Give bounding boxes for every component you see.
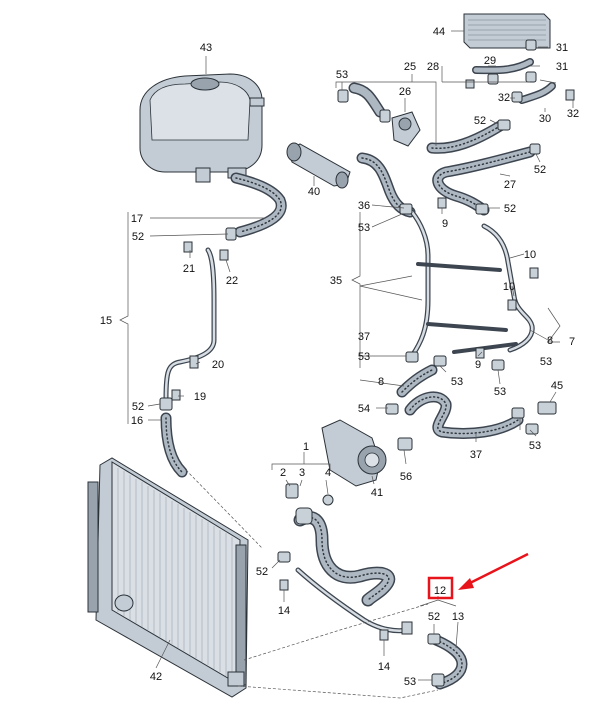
label-27: 27 — [504, 179, 516, 191]
label-28: 28 — [427, 61, 439, 73]
label-53: 53 — [358, 222, 370, 234]
label-31: 31 — [556, 42, 568, 54]
label-14: 14 — [278, 605, 290, 617]
label-4: 4 — [325, 467, 331, 479]
part-labels: 43 44 31 28 29 31 32 30 32 53 25 26 52 5… — [100, 26, 579, 688]
label-52: 52 — [132, 231, 144, 243]
label-32: 32 — [498, 92, 510, 104]
pipes — [163, 209, 535, 634]
label-40: 40 — [308, 186, 320, 198]
expansion-tank — [139, 73, 265, 183]
label-16: 16 — [131, 415, 143, 427]
highlight-callout — [427, 552, 529, 600]
label-8: 8 — [547, 335, 553, 347]
label-2: 2 — [280, 467, 286, 479]
label-29: 29 — [484, 55, 496, 67]
label-53: 53 — [336, 69, 348, 81]
label-52: 52 — [474, 115, 486, 127]
label-52: 52 — [256, 566, 268, 578]
label-37: 37 — [470, 449, 482, 461]
label-43: 43 — [200, 42, 212, 54]
clamps — [159, 39, 575, 687]
label-3: 3 — [299, 467, 305, 479]
label-53: 53 — [494, 386, 506, 398]
label-17: 17 — [131, 213, 143, 225]
radiator — [87, 457, 249, 698]
label-37: 37 — [358, 331, 370, 343]
oil-cooler — [463, 13, 551, 49]
label-7: 7 — [569, 336, 575, 348]
label-19: 19 — [194, 391, 206, 403]
label-53: 53 — [358, 351, 370, 363]
label-12: 12 — [434, 585, 446, 597]
label-45: 45 — [551, 380, 563, 392]
label-31: 31 — [556, 61, 568, 73]
thermostat-housing — [286, 142, 351, 189]
label-1: 1 — [303, 441, 309, 453]
coolant-pump — [321, 419, 387, 487]
label-32: 32 — [567, 108, 579, 120]
label-54: 54 — [358, 403, 370, 415]
label-25: 25 — [404, 61, 416, 73]
label-13: 13 — [452, 611, 464, 623]
label-36: 36 — [358, 200, 370, 212]
highlight-arrow — [467, 552, 529, 586]
label-53: 53 — [451, 376, 463, 388]
label-14: 14 — [378, 661, 390, 673]
arrow-head-icon — [458, 578, 474, 590]
label-44: 44 — [433, 26, 445, 38]
label-42: 42 — [150, 671, 162, 683]
label-21: 21 — [183, 263, 195, 275]
label-9: 9 — [442, 218, 448, 230]
label-52: 52 — [132, 401, 144, 413]
label-53: 53 — [540, 356, 552, 368]
label-20: 20 — [212, 359, 224, 371]
label-52: 52 — [504, 203, 516, 215]
label-52: 52 — [534, 164, 546, 176]
label-41: 41 — [371, 487, 383, 499]
label-53: 53 — [404, 676, 416, 688]
label-10: 10 — [524, 249, 536, 261]
label-9: 9 — [475, 359, 481, 371]
label-35: 35 — [330, 275, 342, 287]
label-30: 30 — [539, 113, 551, 125]
label-22: 22 — [226, 275, 238, 287]
label-26: 26 — [399, 86, 411, 98]
label-8: 8 — [378, 376, 384, 388]
highlight-box — [427, 576, 454, 600]
label-10: 10 — [503, 281, 515, 293]
label-15: 15 — [100, 315, 112, 327]
valve-26 — [391, 111, 421, 147]
label-53: 53 — [529, 440, 541, 452]
label-52: 52 — [428, 611, 440, 623]
label-56: 56 — [400, 471, 412, 483]
leader-lines — [119, 30, 574, 699]
